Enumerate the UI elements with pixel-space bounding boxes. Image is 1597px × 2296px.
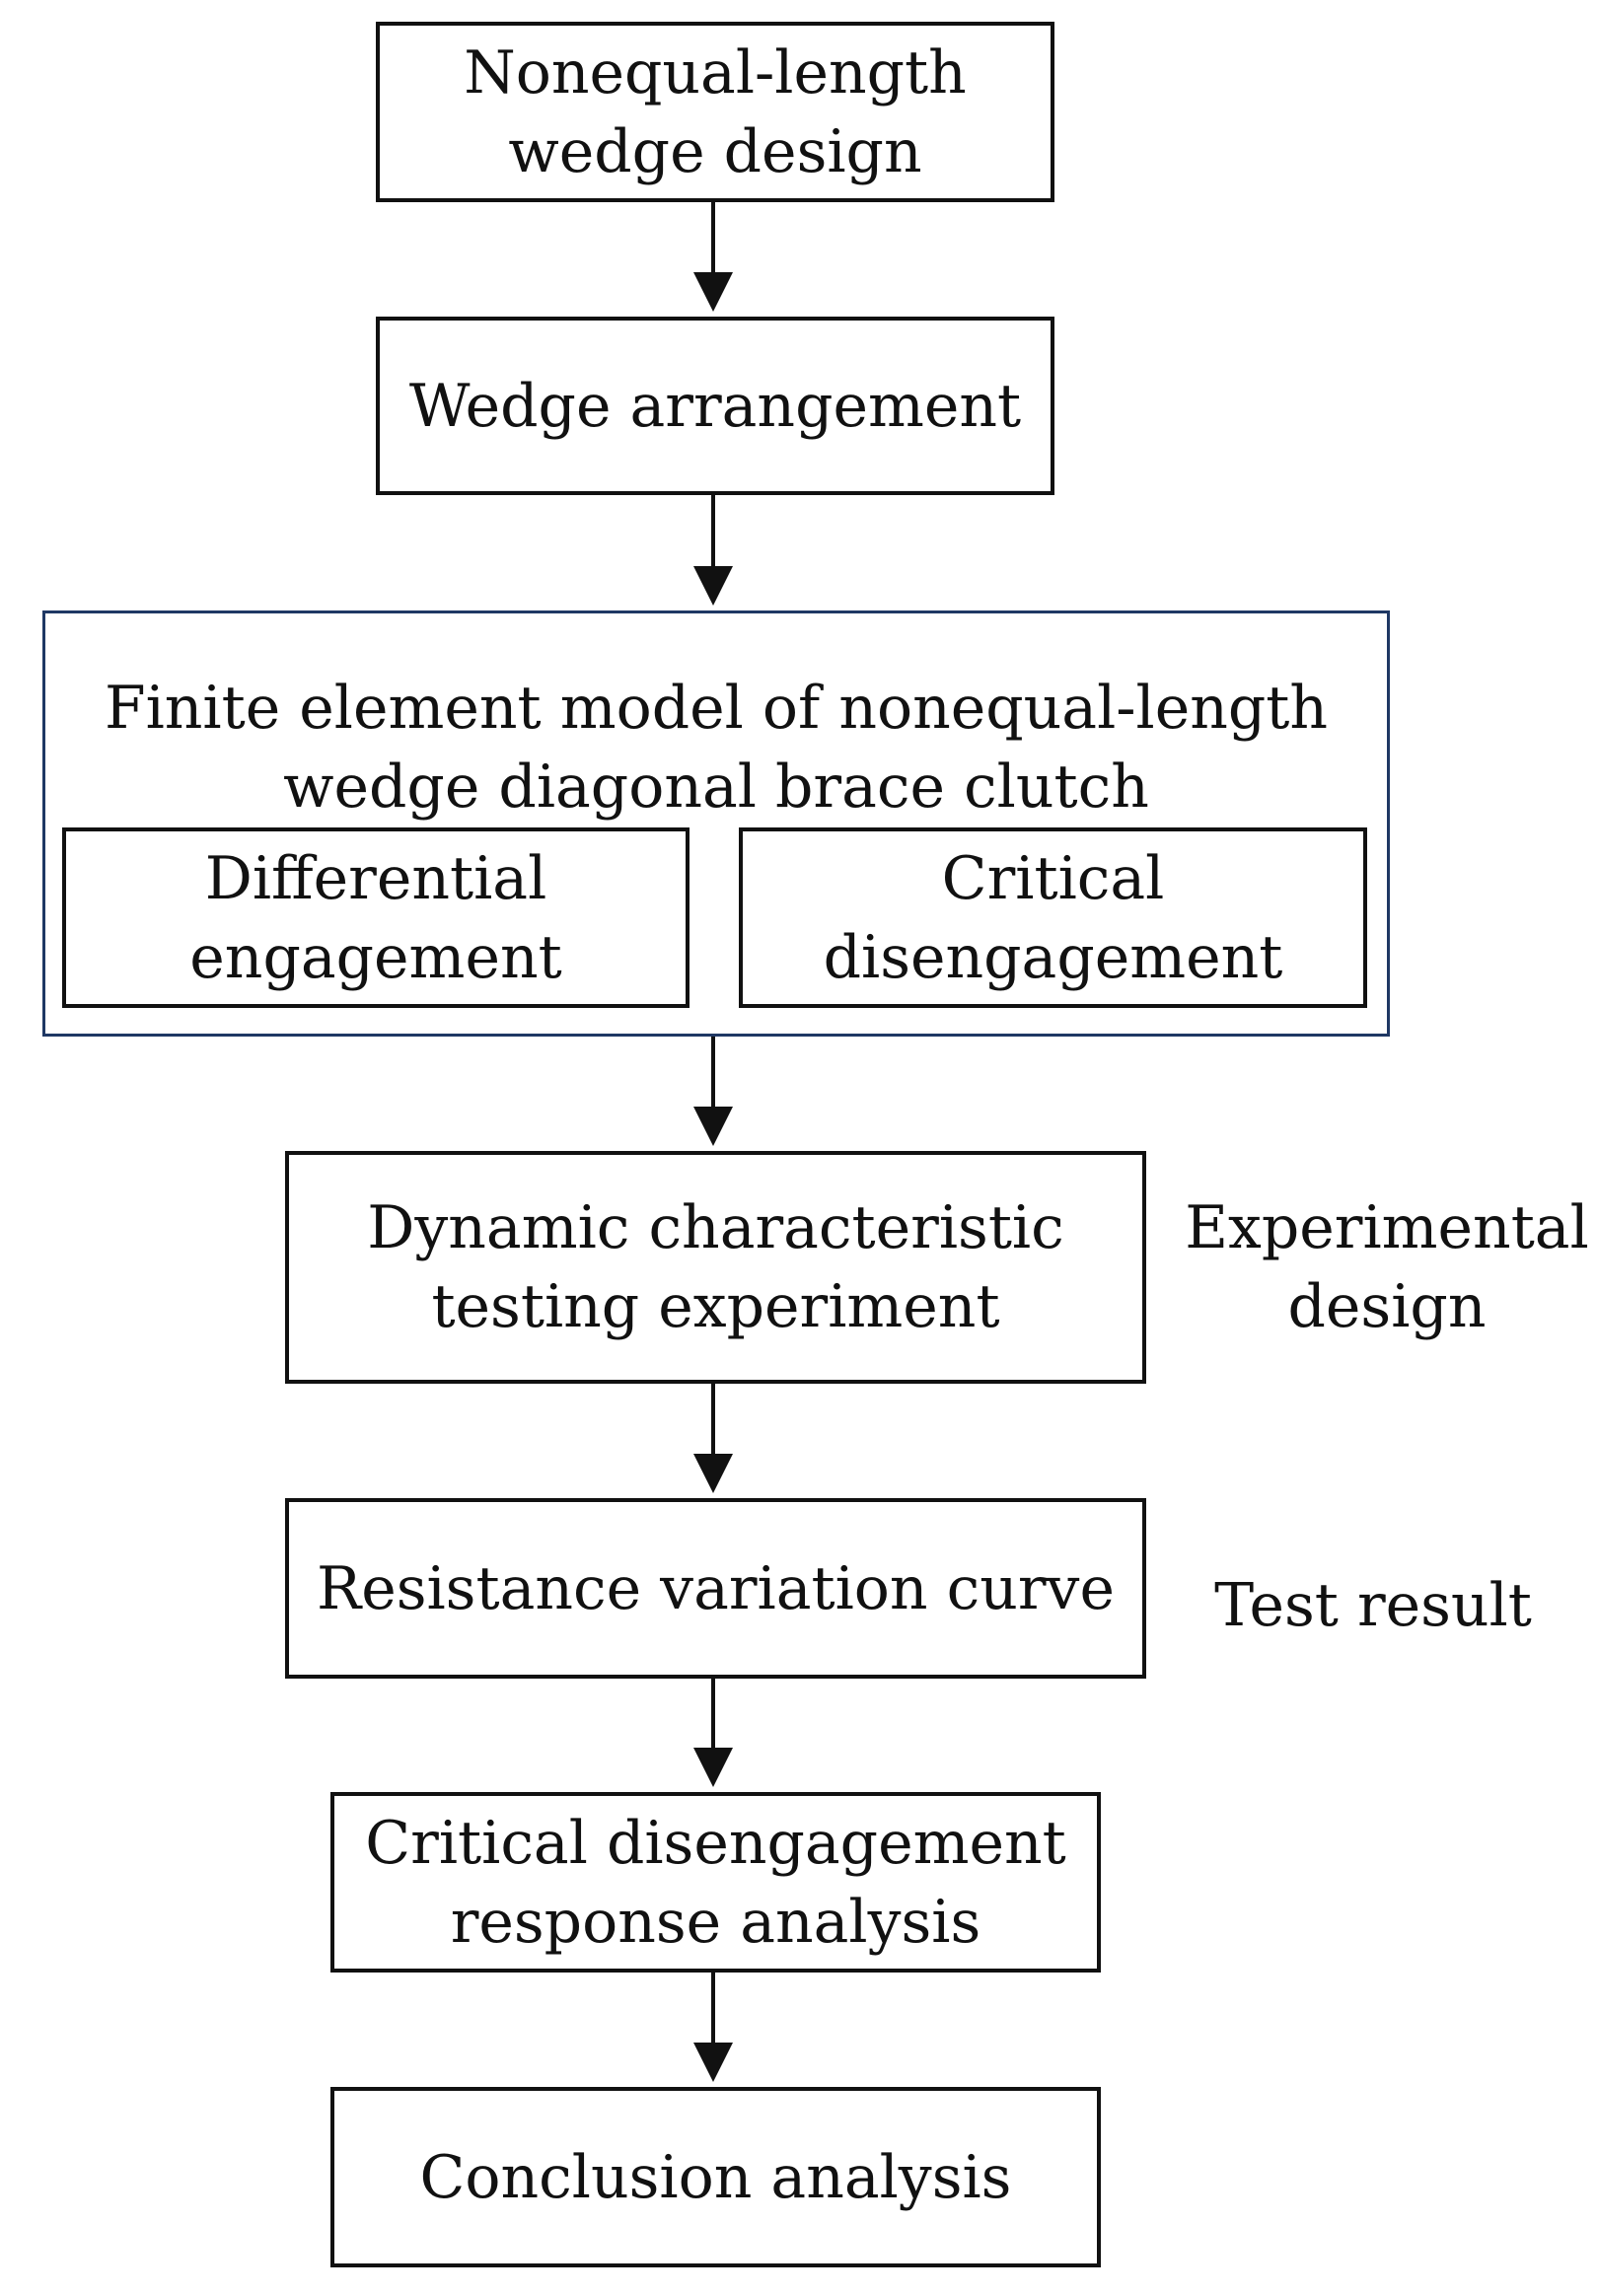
node-wedge-design-line-1: Nonequal-length [464,37,967,108]
node-dynamic-test-line-1: Dynamic characteristic [367,1193,1064,1262]
node-critical-line-2: disengagement [823,922,1283,992]
node-wedge-design-line-2: wedge design [508,116,922,186]
node-differential-line-1: Differential [204,843,547,913]
group-fe-model-title-line-2: wedge diagonal brace clutch [283,753,1149,822]
group-fe-model-title: Finite element model of nonequal-length … [45,669,1387,826]
side-label-experimental-line-2: design [1287,1272,1487,1341]
node-differential-line-2: engagement [189,922,562,992]
node-conclusion-label: Conclusion analysis [419,2142,1012,2212]
group-fe-model-title-line-1: Finite element model of nonequal-length [104,674,1329,743]
node-critical-disengagement: Critical disengagement [739,827,1367,1008]
node-dynamic-test: Dynamic characteristic testing experimen… [285,1151,1146,1384]
node-response-analysis-line-2: response analysis [450,1887,981,1957]
node-resistance-curve-label: Resistance variation curve [317,1553,1115,1623]
side-label-experimental-design: Experimental design [1184,1188,1590,1346]
node-critical-line-1: Critical [941,843,1165,913]
node-dynamic-test-line-2: testing experiment [431,1272,1000,1341]
node-wedge-arrangement: Wedge arrangement [376,317,1054,495]
node-wedge-arrangement-label: Wedge arrangement [408,371,1022,441]
node-conclusion: Conclusion analysis [330,2087,1101,2267]
side-label-experimental-line-1: Experimental [1185,1193,1589,1262]
node-differential-engagement: Differential engagement [62,827,690,1008]
node-resistance-curve: Resistance variation curve [285,1498,1146,1679]
side-label-test-result-text: Test result [1214,1571,1532,1640]
node-response-analysis: Critical disengagement response analysis [330,1792,1101,1973]
side-label-test-result: Test result [1205,1566,1541,1645]
node-response-analysis-line-1: Critical disengagement [365,1808,1066,1878]
node-wedge-design: Nonequal-length wedge design [376,22,1054,202]
